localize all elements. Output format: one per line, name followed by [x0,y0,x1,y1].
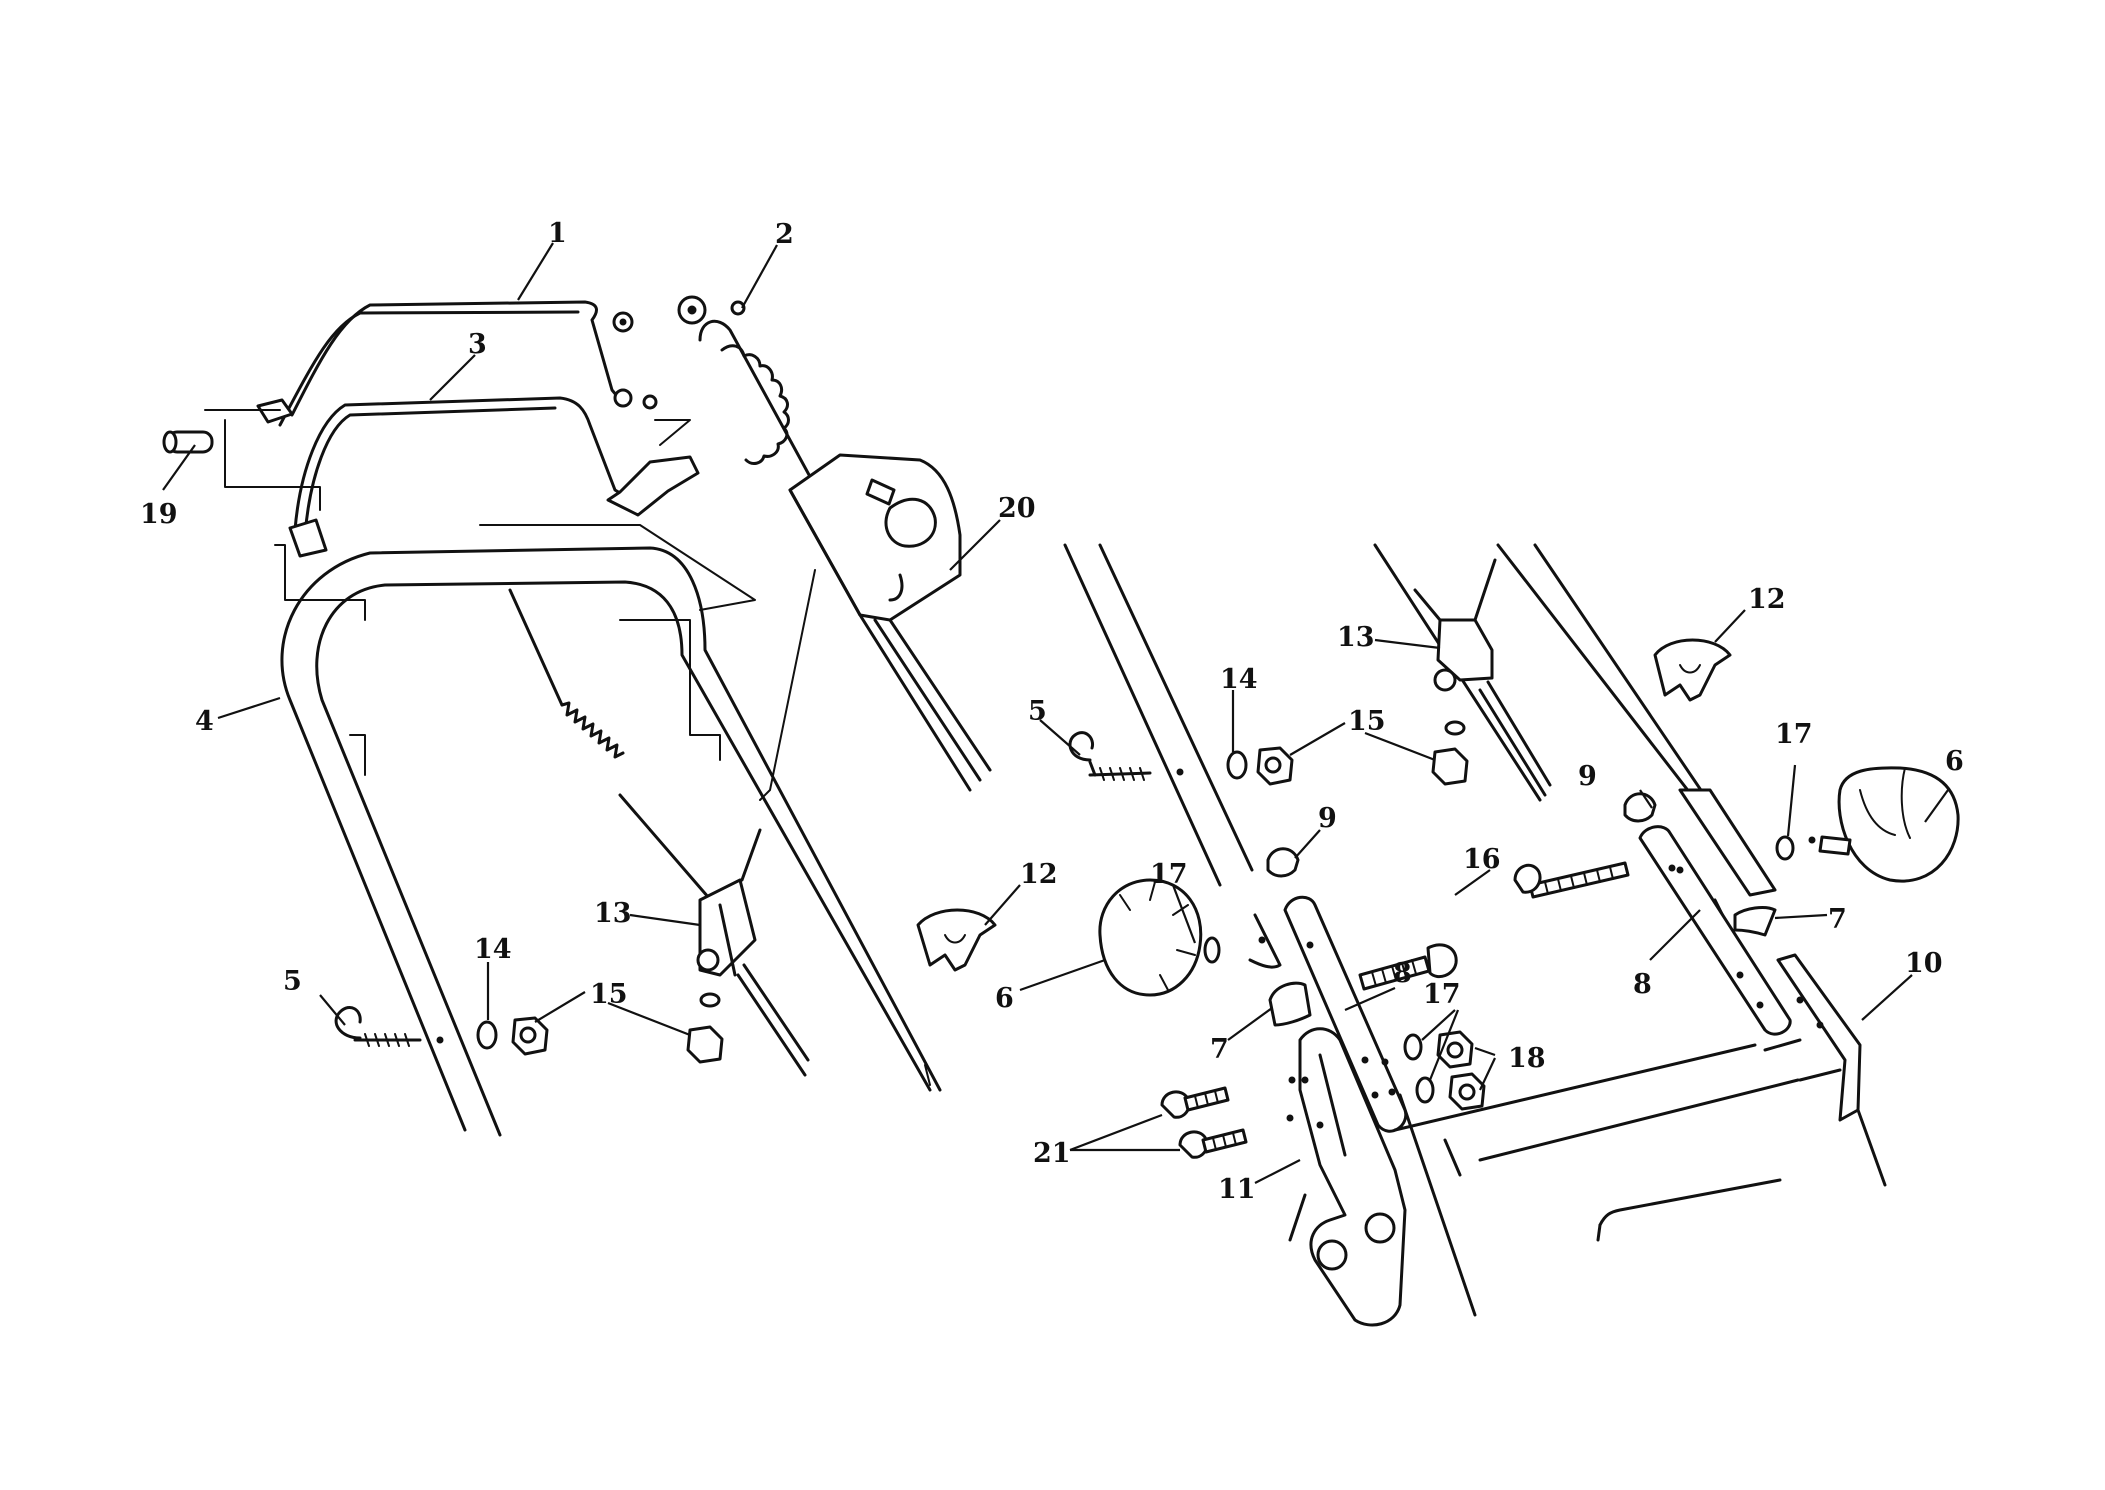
callout-17-right: 17 [1775,719,1813,750]
eye-bolt-left [334,1006,444,1047]
callout-15-right: 15 [1348,706,1386,737]
callout-6-right: 6 [1945,746,1964,777]
callout-14-left: 14 [474,934,512,965]
right-lower-bracket [1776,953,1887,1187]
washer-nut-right [1226,720,1469,786]
lower-handle-right-tube [1373,543,1767,932]
washers-nuts-17-18 [1381,1030,1486,1111]
bushing-9-left [1266,847,1300,878]
callout-7-right: 7 [1828,904,1847,935]
washer-nut-left [476,992,724,1064]
clamp-7-right [1733,906,1777,937]
callout-8-left: 8 [1393,958,1412,989]
callout-11: 11 [1218,1174,1256,1205]
lower-handle-left-tube [1063,543,1477,1317]
callout-9-left: 9 [1318,803,1337,834]
tube-8-right [1638,825,1792,1036]
callout-1: 1 [548,218,567,249]
clip-left [916,908,997,972]
knob-left [1098,878,1266,997]
deck-outline [1393,1038,1842,1242]
bolt-16-right [1513,861,1676,899]
callout-6-left: 6 [995,983,1014,1014]
callout-17-center: 17 [1423,979,1461,1010]
callout-4: 4 [195,706,214,737]
callout-labels: 1 2 3 19 20 4 5 14 15 13 12 5 14 15 13 1… [140,218,1964,1205]
callout-16: 16 [1463,844,1501,875]
cable-guide-right [1413,558,1552,797]
clip-right [1653,638,1732,702]
bolt-16-left [1358,943,1458,991]
callout-5-left: 5 [283,966,302,997]
tube-8-left [1283,895,1408,1133]
engine-control-box [698,319,992,792]
callout-9-right: 9 [1578,761,1597,792]
pin-19 [162,430,214,454]
top-fasteners [606,295,746,517]
callout-12-left: 12 [1020,859,1058,890]
clamp-7-left [1268,981,1312,1027]
callout-15-left: 15 [590,979,628,1010]
lower-bracket [1288,1027,1407,1327]
callout-13-left: 13 [594,898,632,929]
callout-8-right: 8 [1633,969,1652,1000]
callout-19: 19 [140,499,178,530]
eye-bolt-right [1068,731,1184,781]
leader-lines [162,242,1949,1184]
callout-21: 21 [1033,1138,1071,1169]
callout-17-left: 17 [1150,859,1188,890]
control-bail-lower [288,396,642,558]
tube-sleeve-right [1678,788,1777,897]
callout-2: 2 [775,219,794,250]
bolts-21 [1160,1076,1296,1159]
callout-14-right: 14 [1220,664,1258,695]
callout-3: 3 [468,329,487,360]
callout-10: 10 [1905,948,1943,979]
callout-7-left: 7 [1210,1034,1229,1065]
callout-12-right: 12 [1748,584,1786,615]
callout-5-right: 5 [1028,696,1047,727]
callout-13-right: 13 [1337,622,1375,653]
callout-18: 18 [1508,1043,1546,1074]
knob-right [1775,766,1960,883]
callout-20: 20 [998,493,1036,524]
spring [508,588,717,907]
upper-handle [280,546,942,1137]
cable-guide-left [696,828,810,1077]
control-bail-upper [256,300,624,427]
